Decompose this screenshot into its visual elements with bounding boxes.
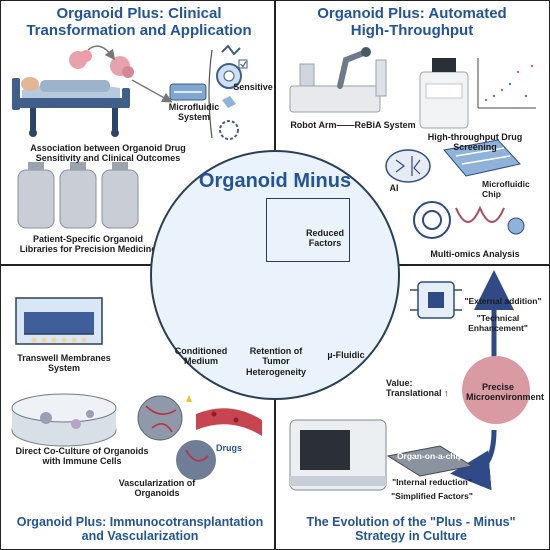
center-title: Organoid Minus (198, 170, 352, 192)
top-right-title: Organoid Plus: Automated High-Throughput (317, 5, 507, 39)
blood-vessel-icon (196, 408, 262, 436)
idea-bulb-icon (186, 395, 192, 402)
bottom-left-title: Organoid Plus: Immunocotransplantation a… (16, 515, 264, 543)
microfluidic-chip-label: Microfluidic Chip (482, 179, 530, 199)
precise-microenvironment-blob (462, 356, 530, 424)
libraries-label: Patient-Specific Organoid Libraries for … (19, 234, 157, 255)
vascularized-organoid-icon (137, 395, 216, 480)
simplified-factors-label: "Simplified Factors" (391, 491, 473, 501)
organ-on-chip-label: Organ-on-a-chip (396, 451, 464, 461)
value-label: Value: Translational ↑ (386, 378, 449, 399)
chip-arrow (131, 79, 173, 103)
branch-label-0: Conditioned Medium (174, 346, 228, 367)
incubator-machine-icon (289, 419, 387, 491)
transwell-icon (15, 297, 103, 345)
reduced-factors-box (266, 198, 350, 262)
technical-enhancement-label: "Technical Enhancement" (468, 313, 528, 333)
branch-label-1: Retention of Tumor Heterogeneity (245, 346, 307, 377)
precise-microenvironment-label: Precise Microenvironment (466, 382, 545, 403)
ai-label: AI (389, 183, 399, 193)
microfluidic-chip-icon-2 (443, 139, 521, 177)
internal-reduction-label: "Internal reduction" (392, 477, 472, 487)
association-label: Association between Organoid Drug Sensit… (30, 143, 186, 164)
coculture-dish-icon (11, 393, 117, 447)
drugs-label: Drugs (215, 443, 242, 453)
microfluidic-chip-icon (169, 83, 207, 101)
screening-label: High-throughput Drug Screening (427, 132, 523, 153)
branch-label-2: µ-Fluidic (327, 350, 365, 360)
vascularization-label: Vascularization of Organoids (118, 478, 196, 499)
ai-brain-icon (385, 149, 431, 183)
multi-omics-label: Multi-omics Analysis (430, 249, 520, 259)
sensitivity-icons (208, 44, 248, 140)
multi-omics-icon (413, 201, 525, 239)
minus-arrow (450, 429, 497, 491)
top-left-title: Organoid Plus: Clinical Transformation a… (26, 5, 252, 39)
transwell-label: Transwell Membranes System (17, 353, 111, 374)
external-addition-label: "External addition" (464, 296, 542, 306)
robot-arm-icon (289, 47, 387, 113)
organoid-blob-icon (69, 50, 134, 78)
microfluidic-system-label: Microfluidic System (168, 102, 220, 123)
screening-machine-icon (419, 58, 469, 129)
reduced-factors-label: Reduced Factors (305, 228, 344, 249)
circuit-chip-icon (410, 281, 462, 319)
culture-arrow (87, 45, 116, 61)
cryo-tank-icons (17, 162, 139, 229)
scatter-plot-icon (477, 58, 536, 109)
organ-on-chip-icon (386, 445, 474, 477)
hospital-bed-icon (12, 77, 130, 137)
bottom-right-title: The Evolution of the "Plus - Minus" Stra… (306, 515, 516, 543)
sensitive-label: Sensitive (233, 82, 273, 92)
coculture-label: Direct Co-Culture of Organoids with Immu… (15, 446, 149, 467)
center-disc (150, 150, 400, 400)
robot-arm-label: Robot Arm——ReBiA System (290, 120, 416, 130)
